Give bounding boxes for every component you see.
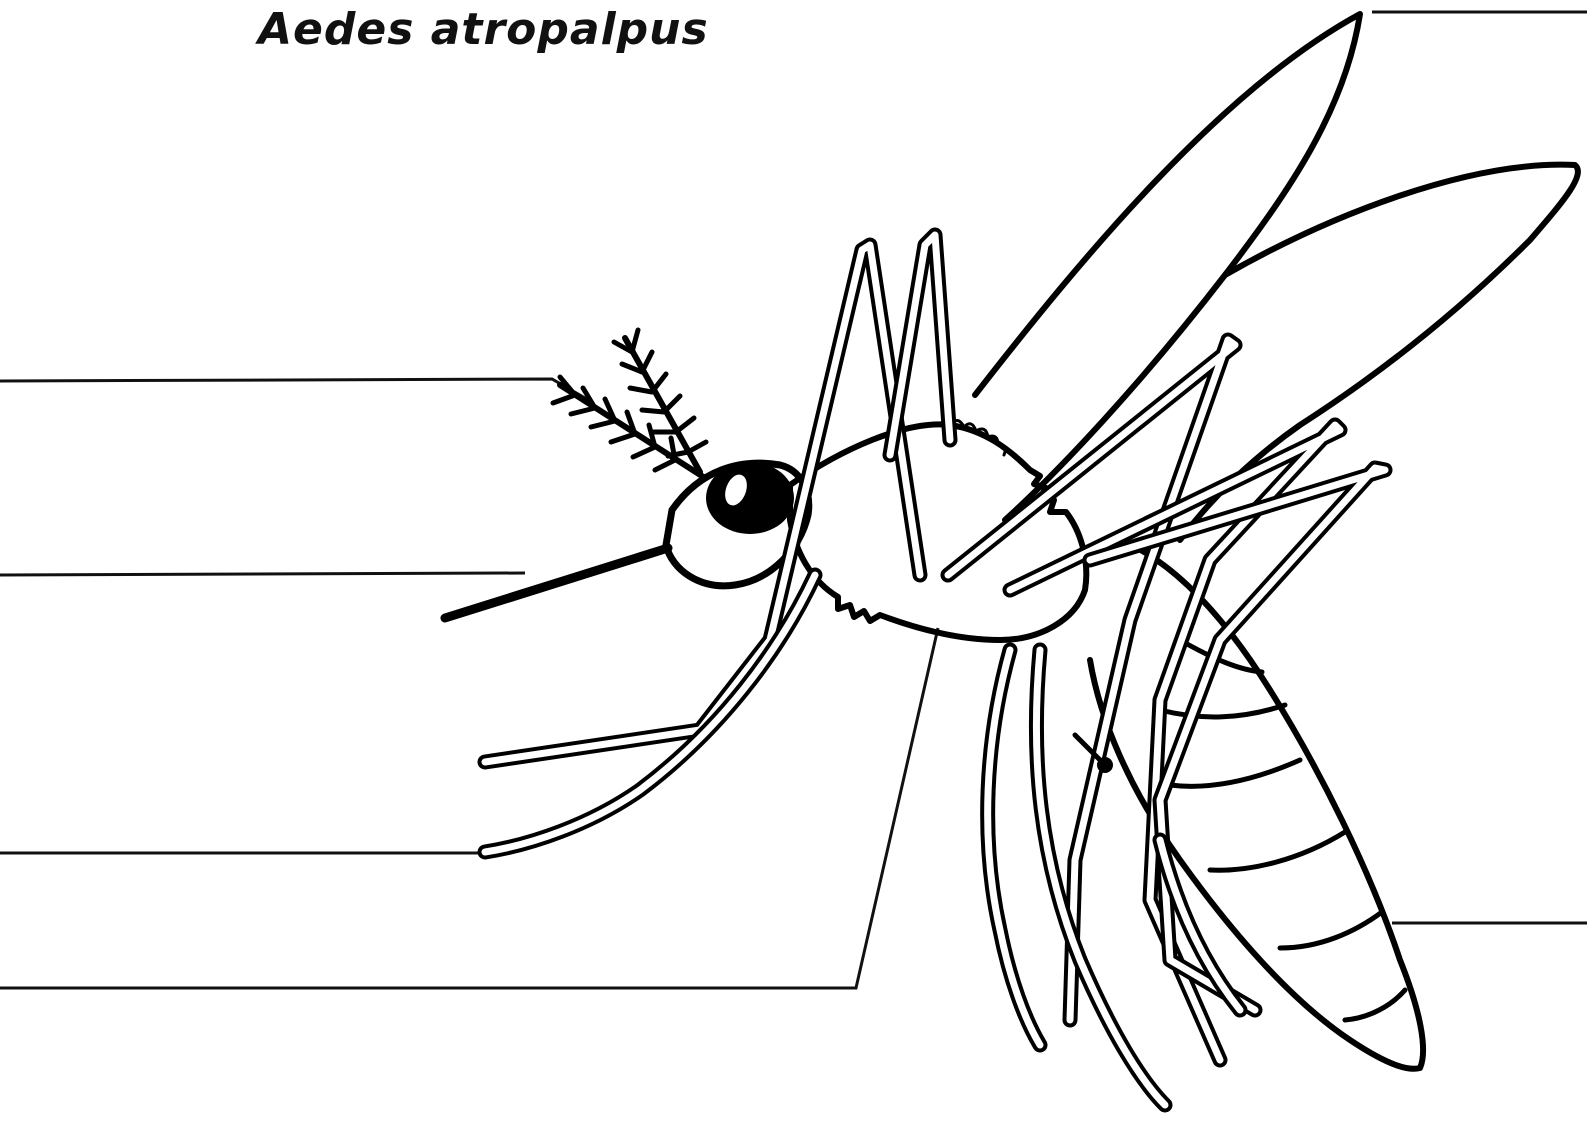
halter-knob	[1097, 757, 1113, 773]
abdomen	[1090, 540, 1423, 1069]
label-line-proboscis	[0, 573, 525, 575]
thorax-outline	[790, 424, 1086, 640]
front-leg-lower	[485, 575, 815, 852]
label-line-antenna	[0, 379, 592, 402]
abdomen-outline	[1090, 540, 1423, 1069]
antennae	[553, 330, 706, 478]
label-line-thorax	[0, 628, 938, 988]
front-leg-upper	[485, 245, 920, 762]
compound-eye	[706, 462, 794, 534]
proboscis	[445, 548, 668, 618]
thorax	[790, 420, 1086, 640]
hind-leg	[1090, 468, 1385, 1010]
